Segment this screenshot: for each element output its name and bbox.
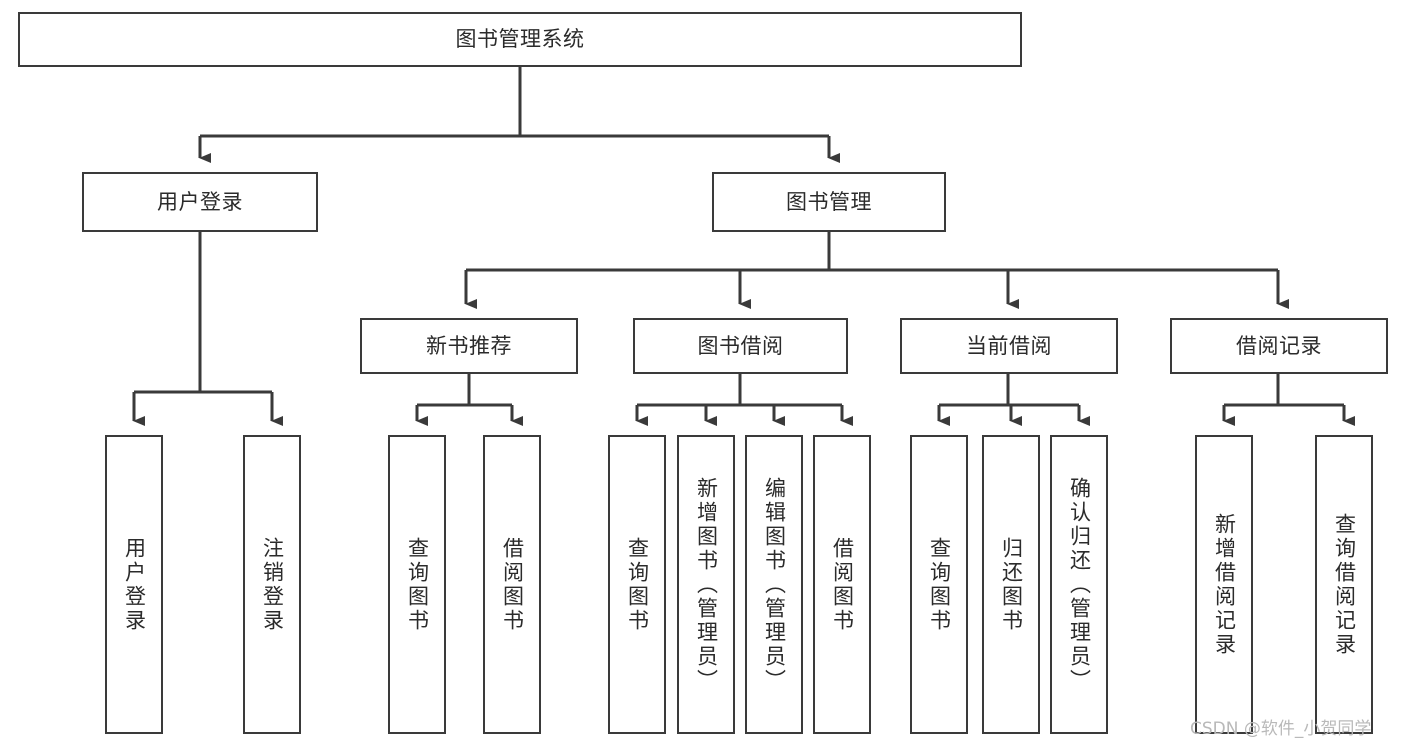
node-leaf-confirm-return[interactable]: 确认归还（管理员） <box>1050 435 1108 734</box>
node-leaf-borrow-book-2-label: 借阅图书 <box>830 536 855 633</box>
node-user-login[interactable]: 用户登录 <box>82 172 318 232</box>
node-new-book-recommend-label: 新书推荐 <box>426 333 512 358</box>
node-book-manage-label: 图书管理 <box>786 189 872 214</box>
node-leaf-return-book-label: 归还图书 <box>999 536 1024 633</box>
node-leaf-return-book[interactable]: 归还图书 <box>982 435 1040 734</box>
node-book-manage[interactable]: 图书管理 <box>712 172 946 232</box>
connector-lines <box>132 67 1355 426</box>
node-current-borrow-label: 当前借阅 <box>966 333 1052 358</box>
node-leaf-edit-book-label: 编辑图书（管理员） <box>762 476 787 693</box>
node-book-borrow[interactable]: 图书借阅 <box>633 318 848 374</box>
node-new-book-recommend[interactable]: 新书推荐 <box>360 318 578 374</box>
node-leaf-query-record[interactable]: 查询借阅记录 <box>1315 435 1373 734</box>
node-borrow-record[interactable]: 借阅记录 <box>1170 318 1388 374</box>
node-borrow-record-label: 借阅记录 <box>1236 333 1322 358</box>
node-leaf-user-login[interactable]: 用户登录 <box>105 435 163 734</box>
node-current-borrow[interactable]: 当前借阅 <box>900 318 1118 374</box>
node-leaf-query-book-3[interactable]: 查询图书 <box>910 435 968 734</box>
node-leaf-add-book-label: 新增图书（管理员） <box>694 476 719 693</box>
node-leaf-logout-login-label: 注销登录 <box>260 536 285 633</box>
node-leaf-borrow-book-1[interactable]: 借阅图书 <box>483 435 541 734</box>
node-leaf-query-book-3-label: 查询图书 <box>927 536 952 633</box>
node-root[interactable]: 图书管理系统 <box>18 12 1022 67</box>
node-book-borrow-label: 图书借阅 <box>697 333 784 358</box>
node-leaf-confirm-return-label: 确认归还（管理员） <box>1067 476 1092 693</box>
node-leaf-borrow-book-1-label: 借阅图书 <box>500 536 525 633</box>
node-root-label: 图书管理系统 <box>455 27 585 52</box>
node-leaf-edit-book[interactable]: 编辑图书（管理员） <box>745 435 803 734</box>
node-leaf-logout-login[interactable]: 注销登录 <box>243 435 301 734</box>
node-leaf-borrow-book-2[interactable]: 借阅图书 <box>813 435 871 734</box>
node-leaf-query-book-2[interactable]: 查询图书 <box>608 435 666 734</box>
node-leaf-add-record[interactable]: 新增借阅记录 <box>1195 435 1253 734</box>
node-leaf-add-record-label: 新增借阅记录 <box>1212 512 1237 657</box>
node-leaf-add-book[interactable]: 新增图书（管理员） <box>677 435 735 734</box>
node-leaf-query-book-1-label: 查询图书 <box>405 536 430 633</box>
node-user-login-label: 用户登录 <box>157 189 243 214</box>
node-leaf-user-login-label: 用户登录 <box>122 536 147 633</box>
node-leaf-query-record-label: 查询借阅记录 <box>1332 512 1357 657</box>
node-leaf-query-book-1[interactable]: 查询图书 <box>388 435 446 734</box>
node-leaf-query-book-2-label: 查询图书 <box>625 536 650 633</box>
